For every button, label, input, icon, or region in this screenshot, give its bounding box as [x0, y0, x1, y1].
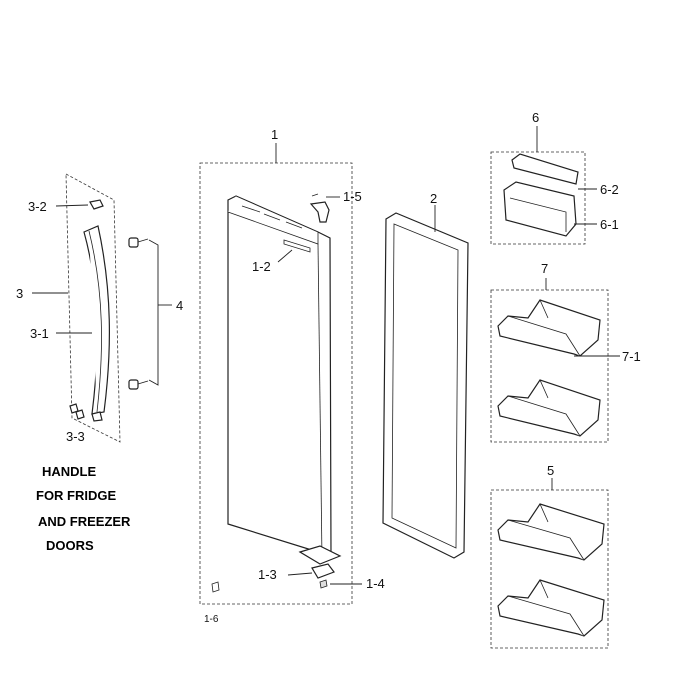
door-bottom-screw [319, 579, 328, 589]
label-7: 7 [541, 261, 548, 276]
door-assembly [199, 143, 362, 605]
door-bottom-bracket [311, 563, 335, 579]
label-3-1: 3-1 [30, 326, 49, 341]
label-1-3: 1-3 [258, 567, 277, 582]
dairy-bin-cover [511, 153, 579, 185]
label-3-2: 3-2 [28, 199, 47, 214]
door-shelf-3 [497, 503, 605, 561]
caption-line-2: FOR FRIDGE [36, 488, 116, 503]
label-5: 5 [547, 463, 554, 478]
handle-mount-bolts [128, 237, 149, 390]
caption-line-3: AND FREEZER [38, 514, 131, 529]
caption-line-4: DOORS [46, 538, 94, 553]
door-bottom-cap [211, 581, 220, 593]
label-2: 2 [430, 191, 437, 206]
label-1-6: 1-6 [204, 614, 219, 625]
label-4: 4 [176, 298, 183, 313]
door-top-hinge-pin [309, 201, 330, 223]
label-3-3: 3-3 [66, 429, 85, 444]
label-3: 3 [16, 286, 23, 301]
door-shelf-group-upper [490, 278, 620, 443]
door-shelf-2 [497, 379, 601, 437]
door-shelf-1 [497, 299, 601, 357]
label-1-5: 1-5 [343, 189, 362, 204]
label-1: 1 [271, 127, 278, 142]
handle-assembly [32, 173, 172, 443]
label-6-2: 6-2 [600, 182, 619, 197]
door-shelf-4 [497, 579, 605, 637]
handle-end-cap-top [89, 199, 104, 210]
dairy-bin-assembly [490, 126, 597, 245]
handle-screw-covers [69, 403, 103, 422]
label-6: 6 [532, 110, 539, 125]
door-shelf-group-lower [490, 478, 609, 649]
label-1-4: 1-4 [366, 576, 385, 591]
door-gasket [382, 205, 469, 559]
label-6-1: 6-1 [600, 217, 619, 232]
door-trim-cap [283, 239, 311, 253]
caption-line-1: HANDLE [42, 464, 96, 479]
door-panel [227, 195, 332, 557]
label-7-1: 7-1 [622, 349, 641, 364]
door-bottom-hinge [298, 545, 342, 565]
label-1-2: 1-2 [252, 259, 271, 274]
